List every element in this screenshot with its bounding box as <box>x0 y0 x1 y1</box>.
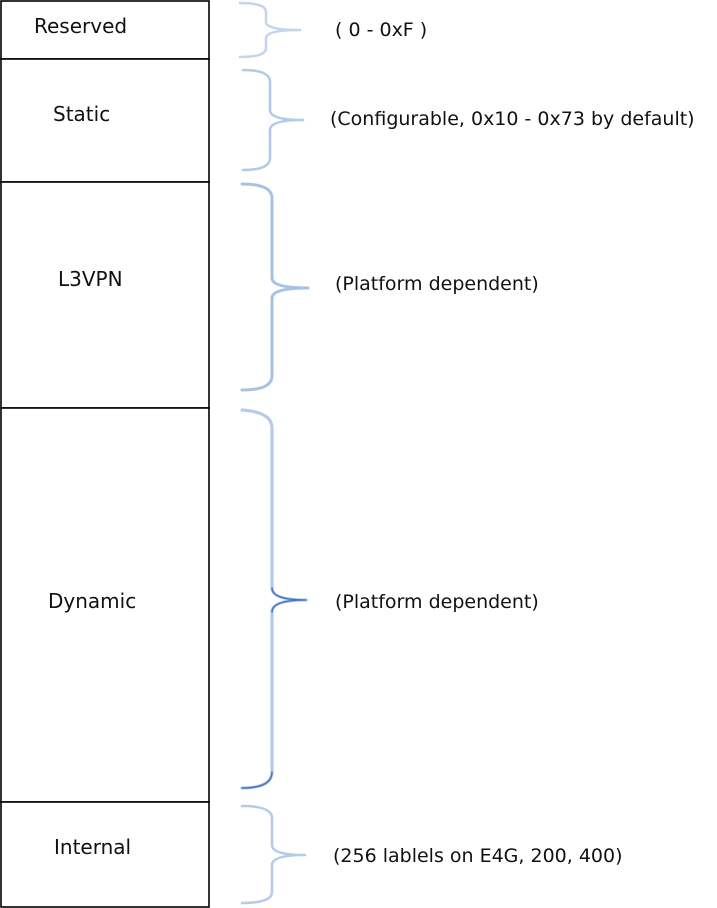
segment-box <box>0 801 210 908</box>
segment-box <box>0 181 210 409</box>
brace-internal: (256 lablels on E4G, 200, 400) <box>240 804 623 905</box>
brace-reserved: ( 0 - 0xF ) <box>238 1 427 59</box>
segment-internal: Internal <box>0 801 210 908</box>
segment-box <box>0 58 210 183</box>
segment-static: Static <box>0 58 210 183</box>
brace-description: (Configurable, 0x10 - 0x73 by default) <box>330 108 695 130</box>
segment-reserved: Reserved <box>0 0 210 60</box>
segment-l3vpn: L3VPN <box>0 181 210 409</box>
segment-label: L3VPN <box>58 267 123 291</box>
segment-label: Dynamic <box>48 589 136 613</box>
segment-label: Internal <box>54 835 131 859</box>
brace-description: (Platform dependent) <box>335 273 539 295</box>
brace-description: ( 0 - 0xF ) <box>335 19 427 41</box>
brace-description: (Platform dependent) <box>335 591 539 613</box>
segment-box <box>0 407 210 803</box>
brace-l3vpn: (Platform dependent) <box>240 182 539 392</box>
segment-label: Reserved <box>34 14 127 38</box>
segment-dynamic: Dynamic <box>0 407 210 803</box>
segment-label: Static <box>53 102 110 126</box>
brace-description: (256 lablels on E4G, 200, 400) <box>333 845 623 867</box>
brace-static: (Configurable, 0x10 - 0x73 by default) <box>241 68 695 172</box>
segment-box <box>0 0 210 60</box>
brace-dynamic: (Platform dependent) <box>240 408 539 790</box>
